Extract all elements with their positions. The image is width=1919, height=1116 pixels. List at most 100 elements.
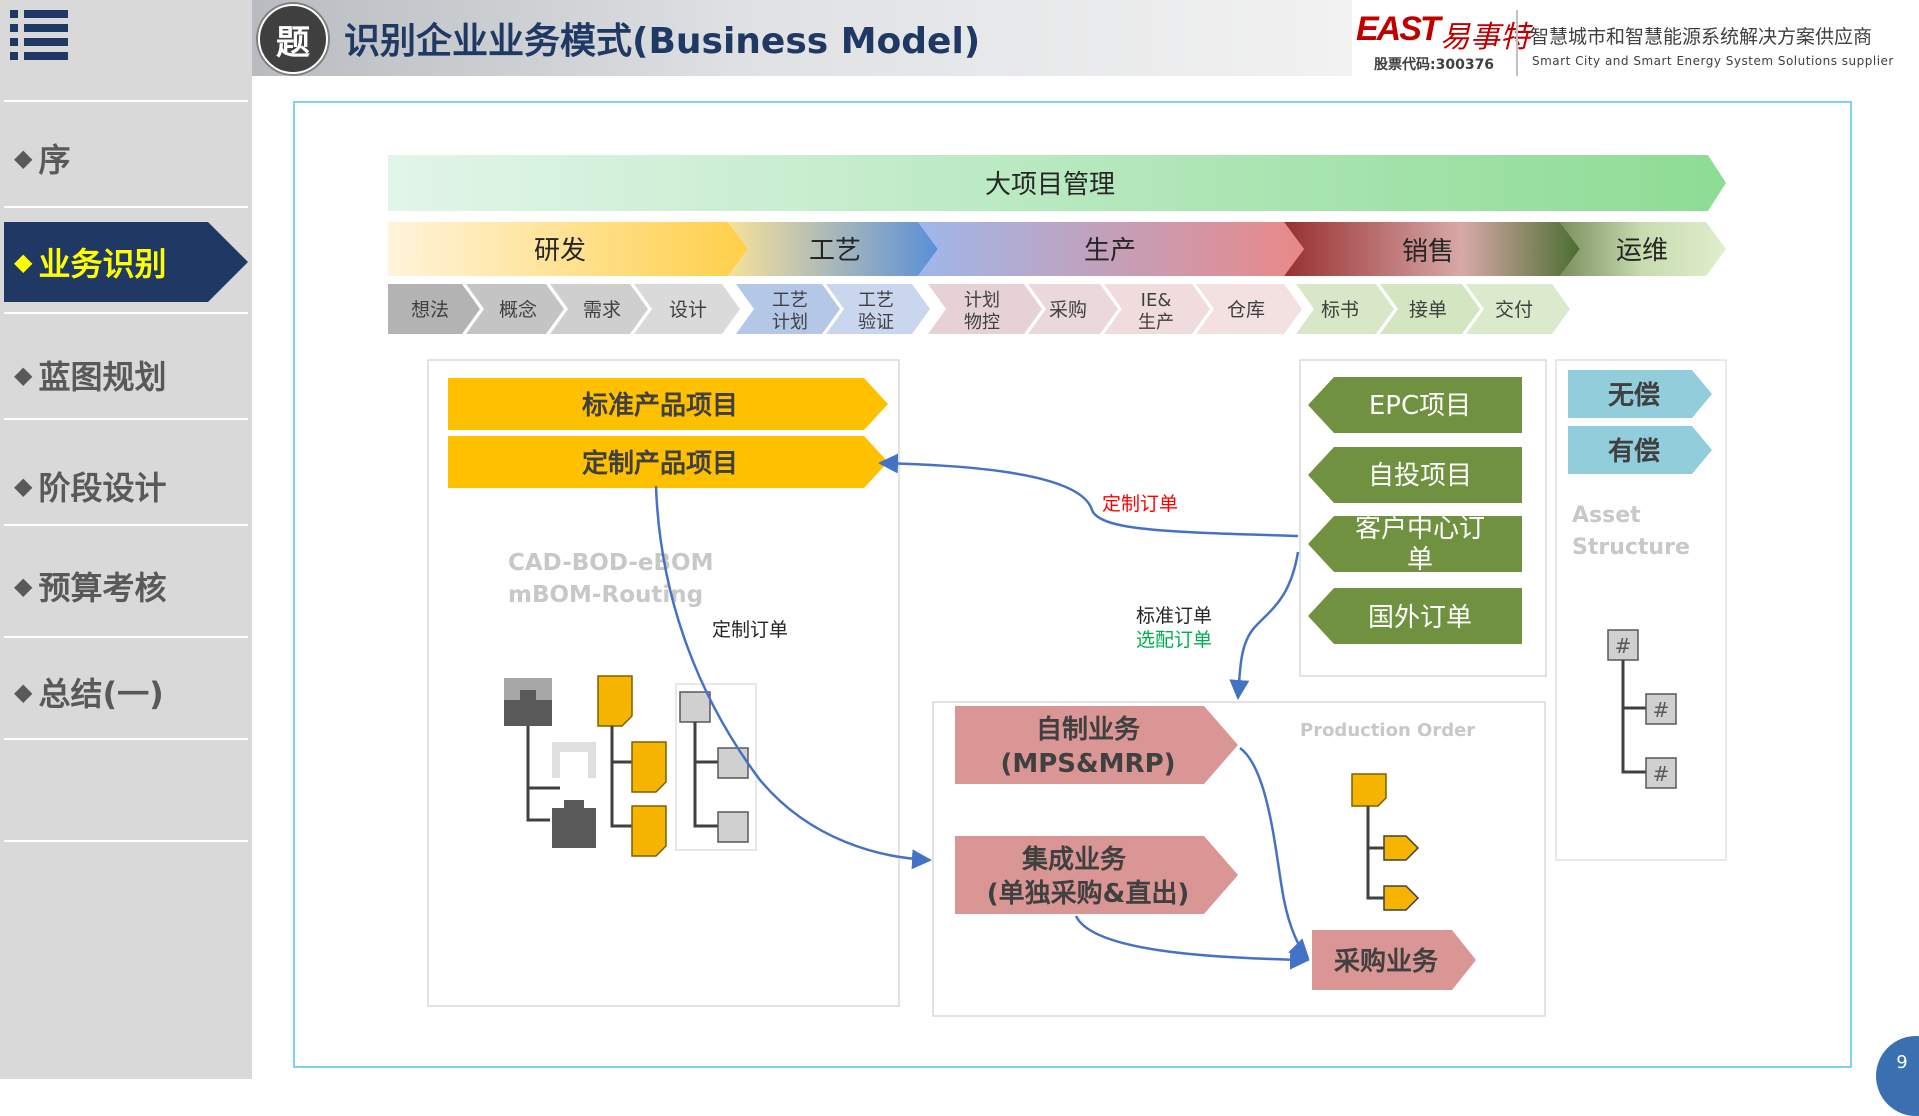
logo-divider <box>1516 10 1518 76</box>
nav-divider <box>4 418 248 420</box>
flow-label-standard-order: 标准订单 <box>1136 605 1212 627</box>
title-badge: 题 <box>258 4 328 74</box>
step-chevron <box>550 284 648 334</box>
slogan-en: Smart City and Smart Energy System Solut… <box>1532 54 1894 68</box>
asset-structure-label: Asset <box>1572 503 1641 528</box>
arrow-custom-order <box>878 453 1299 538</box>
asset-type-label: 无偿 <box>1608 381 1660 411</box>
step-label: 工艺 <box>772 290 808 311</box>
asset-type-free <box>1568 370 1712 418</box>
integrated-business <box>955 836 1238 914</box>
stage-label: 工艺 <box>809 236 861 266</box>
nav-divider <box>4 524 248 526</box>
svg-text:#: # <box>1653 698 1670 722</box>
custom-order-label: 定制订单 <box>712 619 788 641</box>
production-order-title: Production Order <box>1300 720 1475 741</box>
business-label: (MPS&MRP) <box>1000 749 1175 779</box>
sidebar-item-summary[interactable]: ◆ 总结(一) <box>14 662 244 722</box>
stage-chevron-sales <box>1284 222 1580 276</box>
header-bar <box>252 0 1352 76</box>
step-chevron <box>1104 284 1210 334</box>
flow-arrows <box>654 453 1310 970</box>
order-type-self <box>1308 447 1522 503</box>
step-chevron <box>928 284 1042 334</box>
self-made-business <box>955 706 1238 784</box>
bom-text: CAD-BOD-eBOM <box>508 550 713 576</box>
project-type-label: 定制产品项目 <box>582 448 738 479</box>
step-label: 概念 <box>499 298 537 321</box>
sidebar-item-label: 序 <box>38 141 71 179</box>
step-chevron <box>1196 284 1302 334</box>
nav-divider <box>4 206 248 208</box>
svg-text:#: # <box>1653 762 1670 786</box>
document-tree-icon <box>597 675 667 857</box>
step-chevron <box>1028 284 1118 334</box>
page-number: 9 <box>1896 1052 1908 1073</box>
project-type-standard <box>448 378 888 430</box>
page-title: 识别企业业务模式(Business Model) <box>344 21 981 62</box>
asset-tree-icon: # # # <box>1607 629 1677 789</box>
step-label: 采购 <box>1049 299 1087 321</box>
step-chevron <box>736 284 840 334</box>
order-type-label: 客户中心订 <box>1355 514 1485 544</box>
stage-chevron-om <box>1560 222 1726 276</box>
sidebar-item-label: 总结(一) <box>38 675 164 713</box>
stage-chevron-production <box>918 222 1304 276</box>
company-logo-cn: 易事特 <box>1440 20 1530 55</box>
sidebar-item-blueprint[interactable]: ◆ 蓝图规划 <box>14 345 244 405</box>
flow-label-custom-order: 定制订单 <box>1102 493 1178 515</box>
diamond-icon: ◆ <box>14 572 33 600</box>
step-chevron <box>634 284 740 334</box>
asset-structure-label: Structure <box>1572 535 1690 560</box>
order-type-customer <box>1308 516 1522 572</box>
order-type-epc <box>1308 377 1522 433</box>
stage-label: 运维 <box>1616 236 1668 266</box>
step-label: 计划 <box>964 290 1000 311</box>
step-label: 工艺 <box>858 290 894 311</box>
svg-text:#: # <box>1615 634 1632 658</box>
step-label: 仓库 <box>1227 299 1265 321</box>
project-type-label: 标准产品项目 <box>582 391 738 421</box>
step-chevron <box>1466 284 1570 334</box>
flow-label-option-order: 选配订单 <box>1136 629 1212 651</box>
step-label: 交付 <box>1495 299 1533 321</box>
sidebar-item-label: 蓝图规划 <box>38 358 167 396</box>
stage-chevron-process <box>728 222 938 276</box>
sidebar-item-label: 阶段设计 <box>38 469 167 507</box>
step-chevron <box>1380 284 1480 334</box>
step-label: 标书 <box>1321 299 1359 321</box>
diamond-icon: ◆ <box>14 678 33 706</box>
sidebar-item-business-identification[interactable] <box>4 222 248 302</box>
step-label: 想法 <box>411 299 449 321</box>
step-label: 接单 <box>1409 299 1447 321</box>
step-label: 验证 <box>858 312 894 333</box>
stage-label: 销售 <box>1402 237 1454 267</box>
step-label: 生产 <box>1138 312 1174 333</box>
arrow-integrated-to-purchase <box>1074 915 1310 970</box>
asset-type-label: 有偿 <box>1608 437 1660 467</box>
purchase-business-label: 采购业务 <box>1334 947 1438 977</box>
step-chevron <box>826 284 930 334</box>
stage-label: 研发 <box>534 236 586 266</box>
order-type-overseas <box>1308 588 1522 644</box>
sidebar-item-stage-design[interactable]: ◆ 阶段设计 <box>14 456 244 516</box>
diamond-icon: ◆ <box>14 472 33 500</box>
step-label: 需求 <box>583 299 621 321</box>
asset-type-paid <box>1568 426 1712 474</box>
sidebar-item-active-label[interactable]: ◆ 业务识别 <box>14 236 166 288</box>
sidebar-item-budget[interactable]: ◆ 预算考核 <box>14 556 244 616</box>
arrow-standard-order <box>1229 551 1300 700</box>
step-label: 计划 <box>772 312 808 333</box>
stage-chevron-rd <box>388 222 748 276</box>
sidebar-item-preface[interactable]: ◆ 序 <box>14 128 244 188</box>
menu-icon[interactable] <box>10 8 68 60</box>
company-logo: EAST <box>1356 10 1441 48</box>
sidebar-item-label: 预算考核 <box>38 569 167 607</box>
step-label: 物控 <box>964 312 1000 333</box>
sidebar-item-label: 业务识别 <box>38 245 167 283</box>
chevron-top-band <box>388 155 1726 211</box>
slogan-cn: 智慧城市和智慧能源系统解决方案供应商 <box>1530 26 1873 48</box>
diamond-icon: ◆ <box>14 361 33 389</box>
project-type-custom <box>448 436 888 488</box>
routing-tree-icon <box>675 683 757 851</box>
